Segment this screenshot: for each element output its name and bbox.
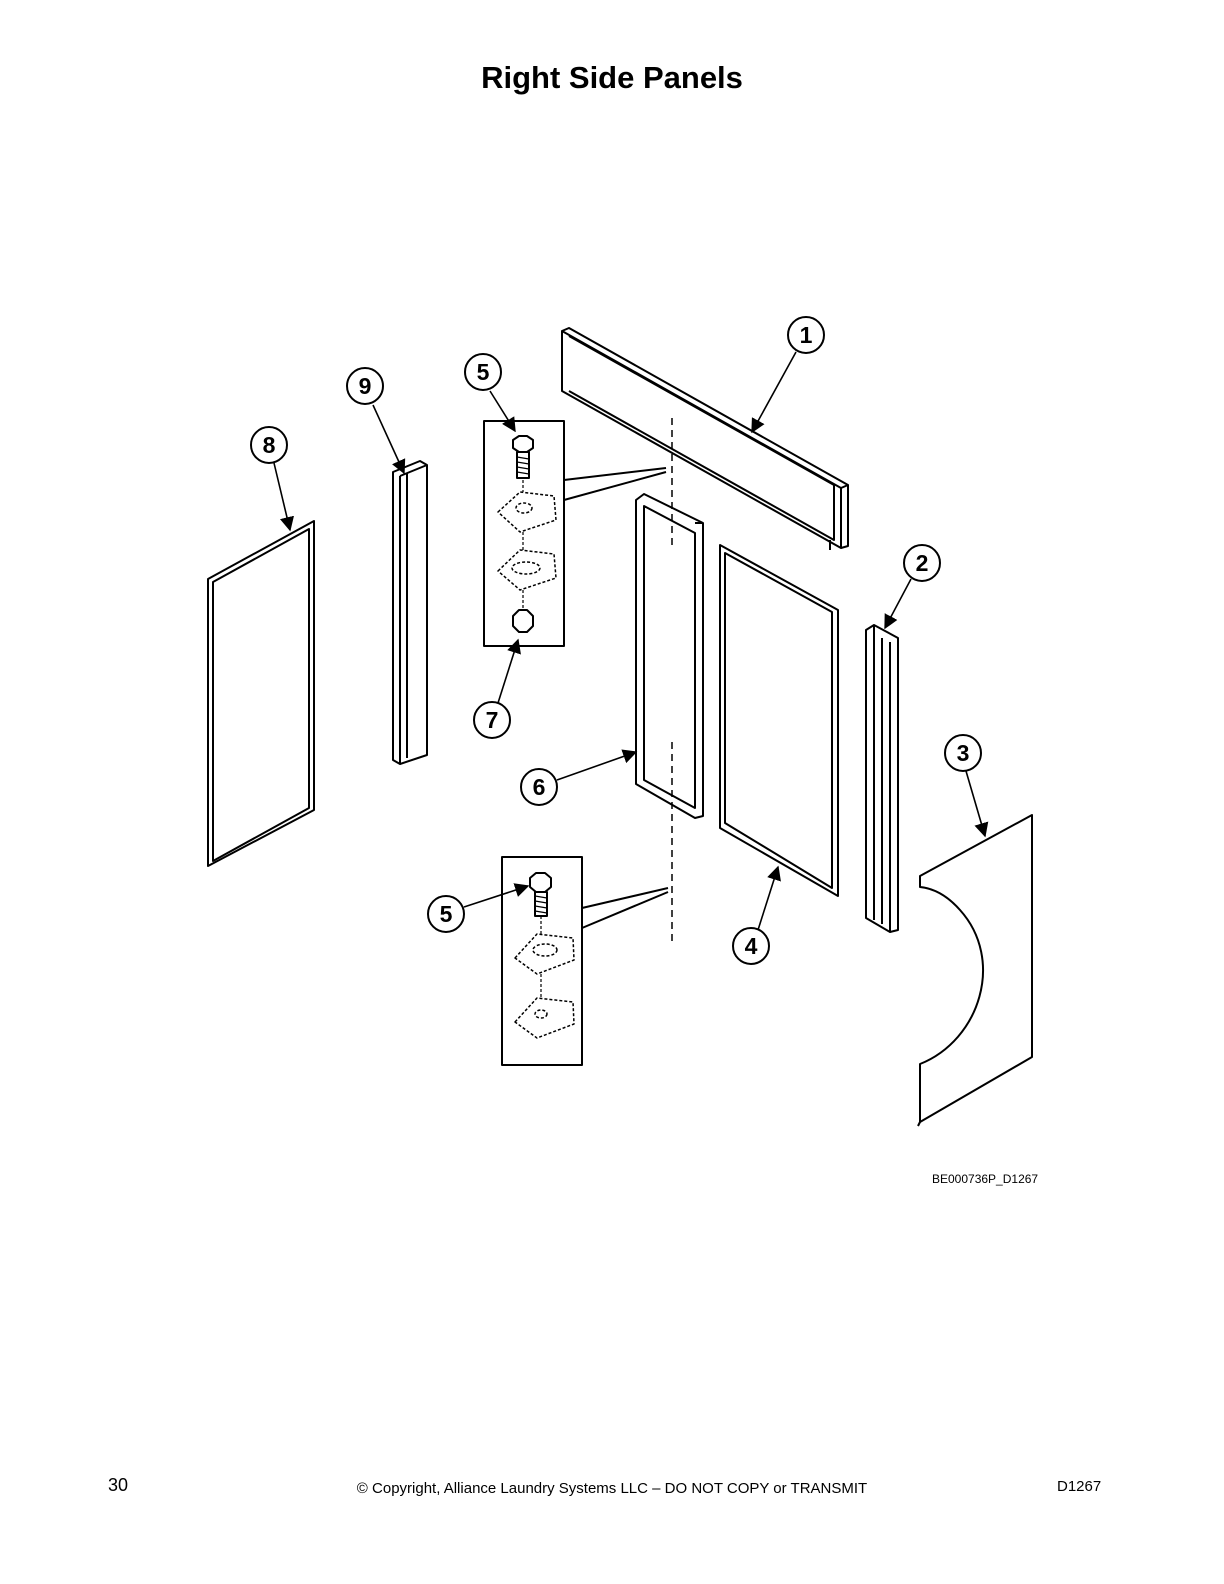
callouts: 1 2 3 4 5 5 6 7 xyxy=(250,316,982,965)
document-code: D1267 xyxy=(1057,1478,1102,1495)
svg-text:3: 3 xyxy=(957,740,970,766)
part-8-panel xyxy=(207,520,315,867)
figure-id: BE000736P_D1267 xyxy=(932,1172,1039,1186)
page-title: Right Side Panels xyxy=(481,60,743,95)
callout-1: 1 xyxy=(787,316,825,354)
callout-7: 7 xyxy=(473,701,511,739)
svg-text:5: 5 xyxy=(440,901,453,927)
callout-9: 9 xyxy=(346,367,384,405)
callout-5-lower: 5 xyxy=(427,895,465,933)
part-9-channel xyxy=(392,460,428,765)
callout-3: 3 xyxy=(944,734,982,772)
leader-lines xyxy=(273,351,989,931)
svg-text:4: 4 xyxy=(745,933,758,959)
svg-text:2: 2 xyxy=(916,550,929,576)
svg-text:7: 7 xyxy=(486,707,499,733)
hardware-detail-upper xyxy=(483,420,667,647)
part-6-frame xyxy=(635,493,704,819)
svg-text:1: 1 xyxy=(800,322,813,348)
svg-text:9: 9 xyxy=(359,373,372,399)
callout-4: 4 xyxy=(732,927,770,965)
page-number: 30 xyxy=(108,1475,129,1495)
hardware-detail-lower xyxy=(501,856,669,1066)
part-1-top-rail xyxy=(561,327,849,550)
callout-6: 6 xyxy=(520,768,558,806)
copyright-notice: © Copyright, Alliance Laundry Systems LL… xyxy=(356,1480,868,1497)
svg-text:5: 5 xyxy=(477,359,490,385)
part-2-channel xyxy=(865,624,899,933)
callout-2: 2 xyxy=(903,544,941,582)
part-4-panel xyxy=(719,544,839,897)
part-3-side-panel xyxy=(917,814,1033,1127)
callout-5-upper: 5 xyxy=(464,353,502,391)
svg-text:6: 6 xyxy=(533,774,546,800)
svg-text:8: 8 xyxy=(263,432,276,458)
callout-8: 8 xyxy=(250,426,288,464)
